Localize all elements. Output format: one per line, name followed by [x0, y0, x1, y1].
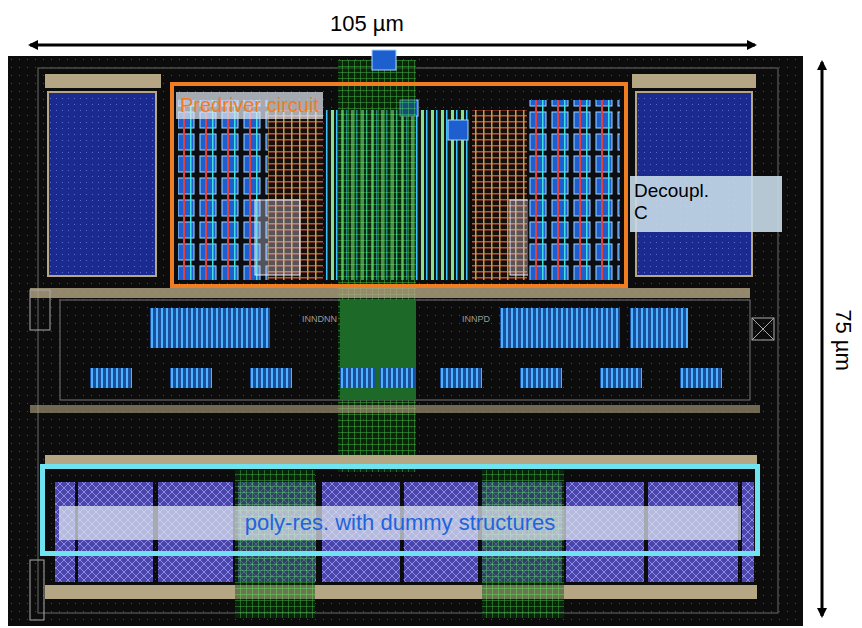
- dimension-label: 75 µm: [830, 309, 856, 371]
- signal-name: INNPD: [462, 314, 490, 324]
- callout-box: Decoupl. C: [630, 176, 782, 232]
- dimension-label: 105 µm: [330, 11, 404, 37]
- node-label: Decoupl. C: [630, 176, 720, 228]
- region-box: poly-res. with dummy structures: [40, 464, 760, 556]
- node-label: poly-res. with dummy structures: [59, 506, 741, 540]
- signal-name: INNDNN: [302, 314, 337, 324]
- region-box: Predriver circuit: [170, 82, 628, 288]
- node-label: Predriver circuit: [176, 92, 323, 119]
